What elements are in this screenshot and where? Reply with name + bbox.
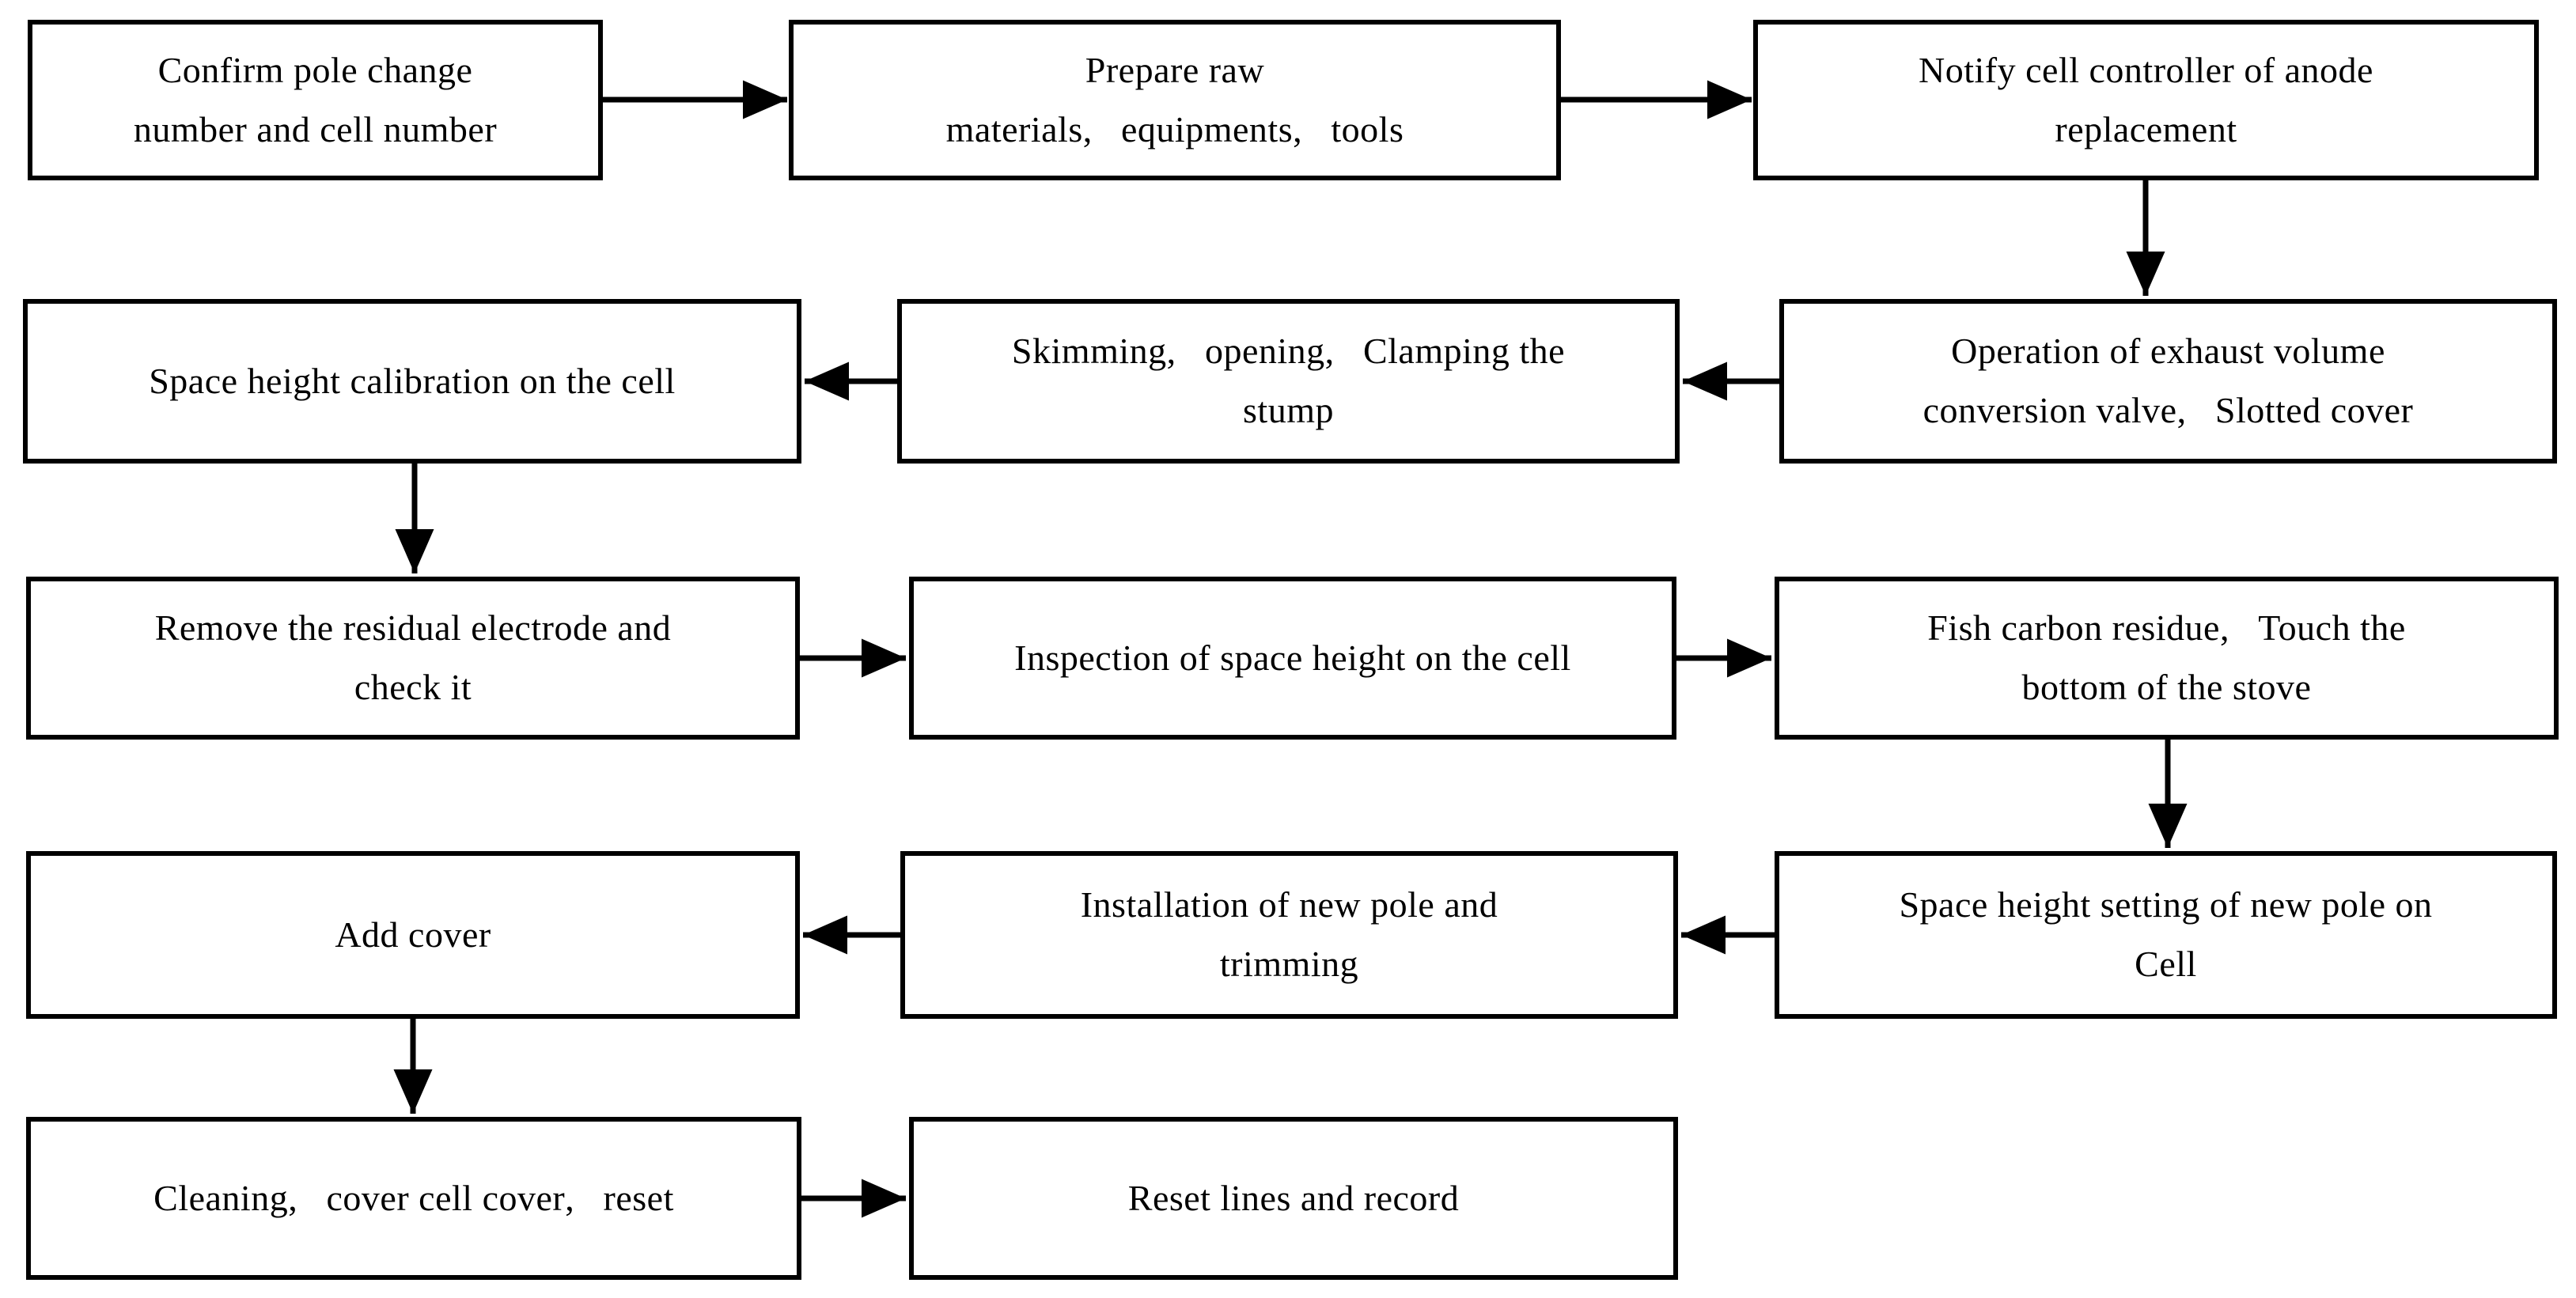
node-label: Inspection of space height on the cell (1014, 637, 1571, 678)
node-label: Confirm pole change number and cell numb… (133, 49, 498, 149)
node-label: Space height setting of new pole on Cell (1899, 884, 2433, 984)
node-label: Installation of new pole and trimming (1080, 884, 1498, 984)
node-label: Space height calibration on the cell (149, 360, 676, 401)
flow-node-fish-carbon-residue: Fish carbon residue,Touch the bottom of … (1775, 577, 2559, 740)
ideographic-comma: , (1324, 331, 1335, 372)
flow-node-inspection-space-height: Inspection of space height on the cell (909, 577, 1676, 740)
flow-node-prepare-raw-materials: Prepare raw materials,equipments,tools (789, 20, 1561, 180)
flow-node-reset-lines-record: Reset lines and record (909, 1117, 1678, 1280)
flow-node-skimming-opening-clamping: Skimming,opening,Clamping the stump (897, 299, 1680, 464)
node-label: Notify cell controller of anode replacem… (1919, 49, 2373, 149)
node-label: Skimming,opening,Clamping the stump (998, 322, 1579, 440)
node-label: Operation of exhaust volume conversion v… (1909, 322, 2428, 440)
node-label: Cleaning,cover cell cover,reset (139, 1169, 688, 1228)
node-label: Fish carbon residue,Touch the bottom of … (1913, 599, 2420, 717)
ideographic-comma: , (2176, 390, 2187, 430)
ideographic-comma: , (2219, 607, 2229, 649)
ideographic-comma: , (1293, 108, 1303, 149)
flow-node-notify-cell-controller: Notify cell controller of anode replacem… (1753, 20, 2539, 180)
flow-node-remove-residual-electrode: Remove the residual electrode and check … (26, 577, 800, 740)
node-label: Prepare raw materials,equipments,tools (932, 41, 1419, 159)
flow-node-install-new-pole-trimming: Installation of new pole and trimming (900, 851, 1678, 1019)
flow-node-confirm-pole-change: Confirm pole change number and cell numb… (28, 20, 603, 180)
ideographic-comma: , (1166, 331, 1176, 372)
flow-node-space-height-calibration: Space height calibration on the cell (23, 299, 801, 464)
ideographic-comma: , (565, 1177, 575, 1218)
node-label: Reset lines and record (1127, 1177, 1460, 1218)
flow-node-add-cover: Add cover (26, 851, 800, 1019)
ideographic-comma: , (1082, 108, 1093, 149)
flow-node-cleaning-cover-reset: Cleaning,cover cell cover,reset (26, 1117, 801, 1280)
flow-node-space-height-setting-new-pole: Space height setting of new pole on Cell (1775, 851, 2557, 1019)
node-label: Remove the residual electrode and check … (154, 607, 672, 707)
flow-node-exhaust-valve-operation: Operation of exhaust volume conversion v… (1779, 299, 2557, 464)
ideographic-comma: , (288, 1177, 298, 1218)
node-label: Add cover (335, 914, 491, 955)
